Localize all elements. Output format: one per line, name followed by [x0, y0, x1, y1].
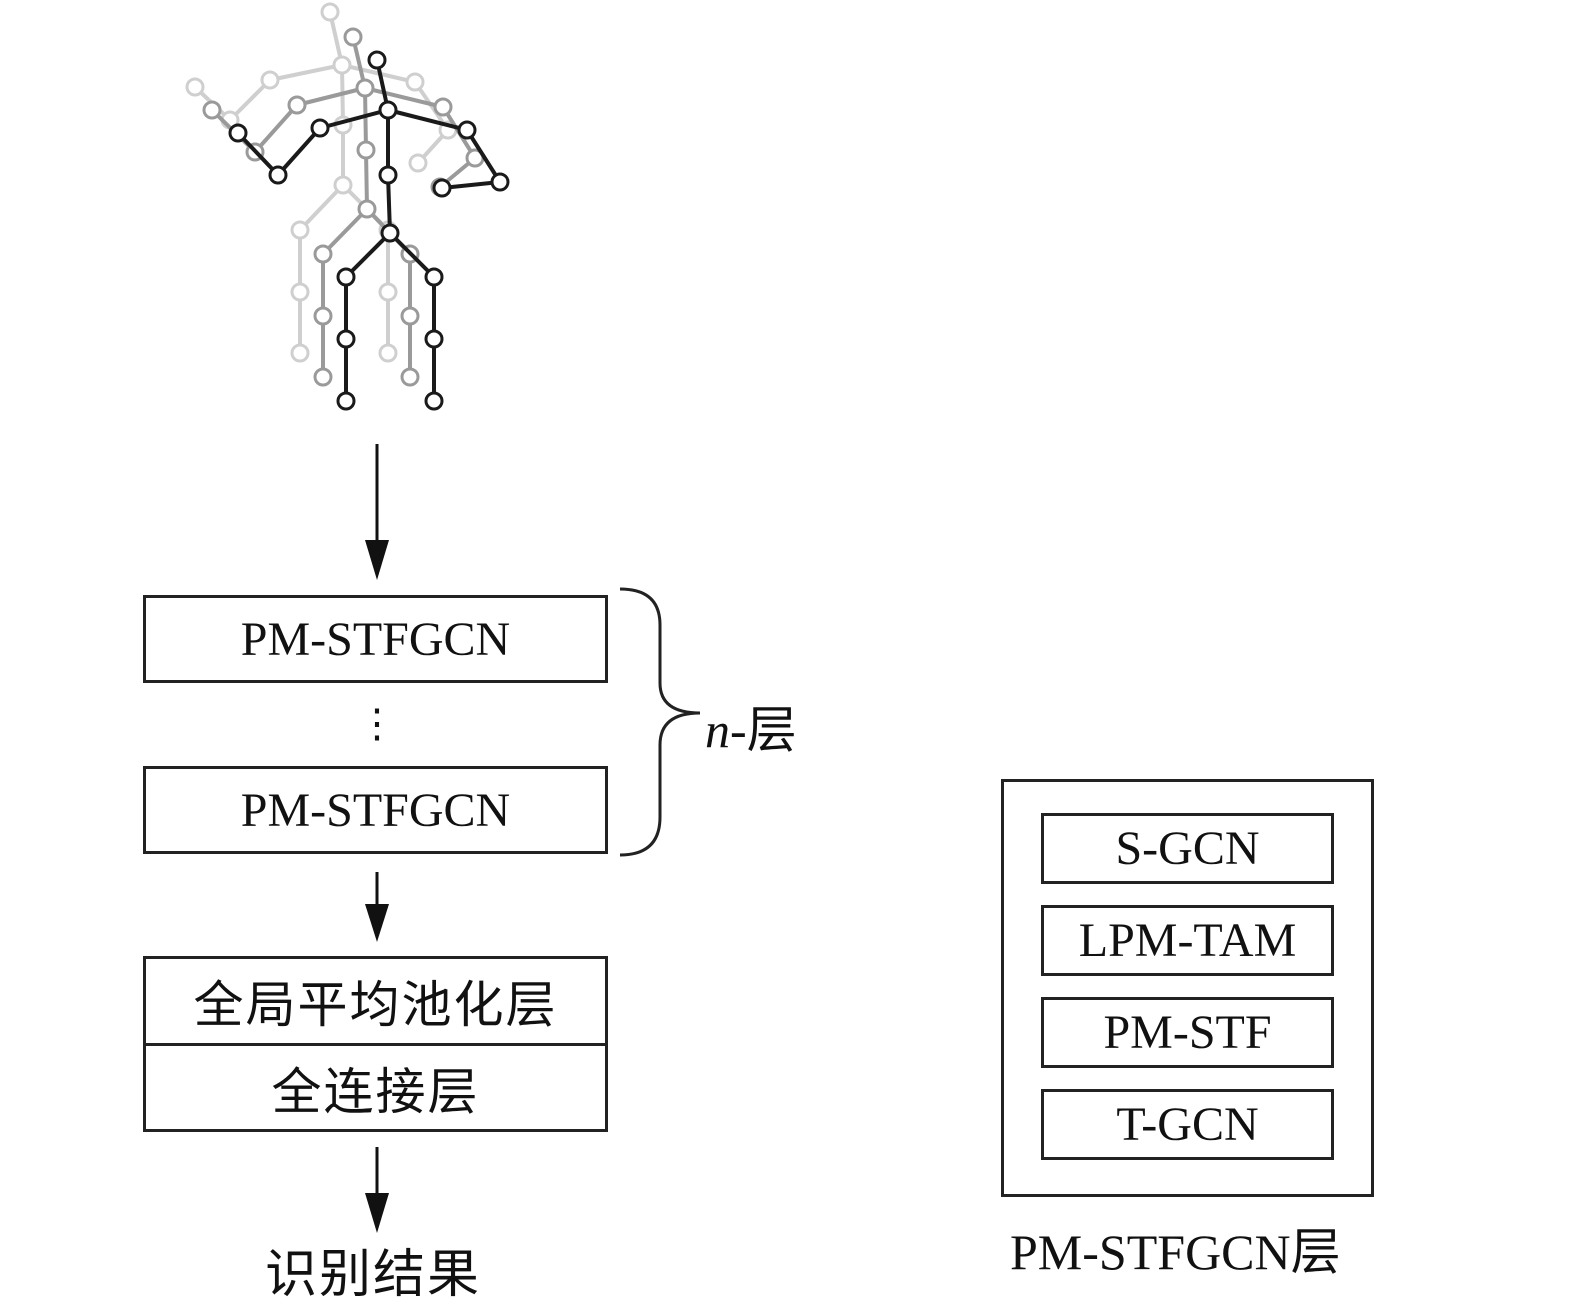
skeleton-bone — [295, 86, 367, 107]
skeleton-joint — [380, 223, 400, 243]
skeleton-joint — [405, 72, 425, 92]
stack-to-pool-arrow — [365, 872, 389, 942]
detail-caption: PM-STFGCN层 — [1010, 1224, 1341, 1280]
n-variable: n — [705, 702, 730, 758]
skeleton-joint — [310, 118, 330, 138]
skeleton-bone — [465, 128, 502, 184]
skeleton-joint — [378, 165, 398, 185]
skeleton-joint — [433, 97, 453, 117]
fc-to-result-arrow — [365, 1147, 389, 1233]
detail-item-s-gcn: S-GCN — [1041, 813, 1334, 884]
skeleton-joint — [333, 175, 353, 195]
skeleton-joint — [313, 306, 333, 326]
skeleton-bone — [253, 103, 299, 154]
skeleton-joint — [332, 55, 352, 75]
detail-item-pm-stf: PM-STF — [1041, 997, 1334, 1068]
skeleton-joint — [424, 391, 444, 411]
skeleton-joint — [290, 282, 310, 302]
recognition-result: 识别结果 — [265, 1247, 482, 1304]
skeleton-joint — [378, 282, 398, 302]
detail-item-label: LPM-TAM — [1078, 914, 1297, 967]
skeleton-joint — [313, 244, 333, 264]
layers-suffix: -层 — [730, 702, 797, 758]
skeleton-joint — [378, 343, 398, 363]
skeleton-joint — [336, 329, 356, 349]
skeleton-bone — [298, 183, 345, 232]
skeleton-bone — [236, 131, 280, 177]
skeleton-joint — [290, 220, 310, 240]
global-avg-pool-label: 全局平均池化层 — [193, 977, 558, 1033]
skeleton-joint — [408, 153, 428, 173]
skeleton-joint — [432, 178, 452, 198]
skeleton-joint — [202, 100, 222, 120]
skeleton-bone — [344, 231, 392, 279]
pm-stfgcn-layer-bottom: PM-STFGCN — [143, 766, 608, 854]
skeleton-joint — [228, 123, 248, 143]
skeleton-bone — [318, 108, 390, 130]
skeleton-joint — [260, 70, 280, 90]
skeleton-joint — [268, 165, 288, 185]
skeleton-bone — [388, 231, 436, 279]
skeleton-joint — [185, 77, 205, 97]
skeleton-joint — [424, 267, 444, 287]
skeleton-bone — [276, 126, 322, 177]
fully-connected-label: 全连接层 — [271, 1063, 480, 1120]
skeleton-joint — [357, 199, 377, 219]
skeleton-bone — [440, 180, 502, 190]
skeleton-joint — [400, 306, 420, 326]
skeleton-bone — [386, 108, 469, 132]
input-arrow — [365, 444, 389, 580]
skeleton-joint — [378, 100, 398, 120]
skeleton-illustration — [185, 2, 510, 411]
skeleton-joint — [343, 27, 363, 47]
pm-stfgcn-layer-bottom-label: PM-STFGCN — [240, 783, 511, 837]
skeleton-joint — [356, 140, 376, 160]
layer-ellipsis: ⋮ — [357, 701, 397, 746]
detail-item-label: T-GCN — [1116, 1098, 1259, 1151]
skeleton-joint — [355, 78, 375, 98]
skeleton-joint — [336, 267, 356, 287]
skeleton-joint — [290, 343, 310, 363]
skeleton-bone — [321, 207, 369, 256]
skeleton-bone — [363, 86, 368, 152]
detail-item-label: S-GCN — [1115, 822, 1260, 875]
fully-connected-layer: 全连接层 — [143, 1043, 608, 1132]
skeleton-joint — [287, 95, 307, 115]
skeleton-joint — [424, 329, 444, 349]
detail-item-label: PM-STF — [1103, 1006, 1272, 1059]
skeleton-joint — [320, 2, 340, 22]
skeleton-bone — [364, 148, 369, 211]
skeleton-joint — [367, 50, 387, 70]
pm-stfgcn-layer-top-label: PM-STFGCN — [240, 612, 511, 666]
skeleton-bone — [363, 86, 445, 109]
n-layers-brace — [619, 587, 701, 857]
skeleton-bone — [268, 63, 344, 82]
n-layers-label: n-层 — [705, 690, 797, 762]
skeleton-joint — [336, 391, 356, 411]
skeleton-joint — [490, 172, 510, 192]
skeleton-bone — [386, 173, 392, 235]
skeleton-joint — [313, 367, 333, 387]
skeleton-joint — [400, 367, 420, 387]
pm-stfgcn-layer-top: PM-STFGCN — [143, 595, 608, 683]
detail-item-lpm-tam: LPM-TAM — [1041, 905, 1334, 976]
global-avg-pool-layer: 全局平均池化层 — [143, 956, 608, 1046]
detail-item-t-gcn: T-GCN — [1041, 1089, 1334, 1160]
skeleton-joint — [457, 120, 477, 140]
